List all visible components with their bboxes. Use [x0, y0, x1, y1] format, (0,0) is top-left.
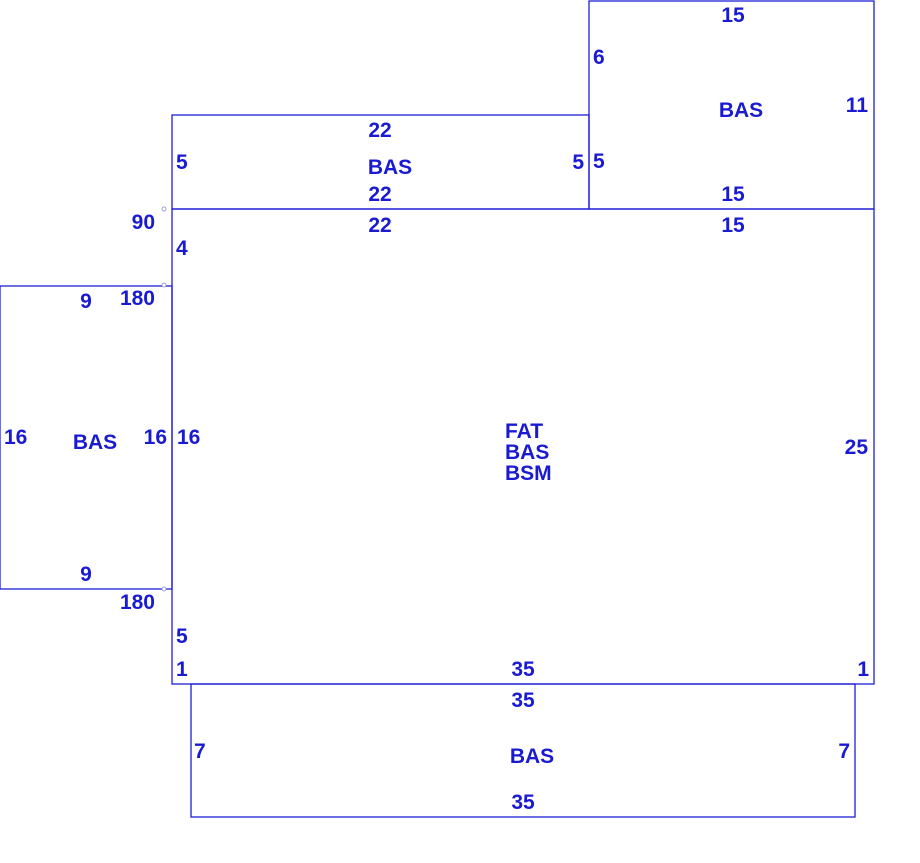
- area-label: BAS: [719, 99, 763, 122]
- dimension-label: 5: [176, 625, 188, 648]
- vertex-marker: [161, 282, 167, 288]
- dimension-label: 9: [80, 290, 92, 313]
- area-label: BAS: [505, 441, 549, 464]
- area-label: BSM: [505, 462, 552, 485]
- angle-label: 180: [120, 287, 155, 310]
- dimension-label: 22: [368, 183, 391, 206]
- bottom-area: 35 7 BAS 7 35: [194, 689, 850, 814]
- dimension-label: 11: [846, 94, 869, 117]
- dimension-label: 16: [177, 426, 200, 449]
- dimension-label: 7: [838, 740, 850, 763]
- dimension-label: 22: [368, 119, 391, 142]
- dimension-label: 4: [176, 237, 188, 260]
- dimension-label: 15: [721, 214, 745, 237]
- area-label: FAT: [505, 420, 543, 443]
- area-outlines: [0, 0, 875, 818]
- top-right-area: 15 6 BAS 11 5 15: [593, 4, 868, 206]
- dimension-label: 1: [176, 658, 188, 681]
- dimension-label: 15: [721, 183, 745, 206]
- dimension-label: 15: [721, 4, 745, 27]
- dimension-label: 25: [845, 436, 869, 459]
- angle-label: 90: [132, 211, 155, 234]
- vertex-marker: [161, 206, 167, 212]
- vertex-markers: [161, 206, 167, 592]
- area-label: BAS: [510, 745, 554, 768]
- dimension-label: 6: [593, 46, 605, 69]
- top-right-area-outline: [588, 0, 875, 210]
- top-middle-area: 22 5 BAS 5 22: [176, 119, 584, 206]
- main-area: 90 22 15 4 16 FAT BAS BSM 25 5 1 35 1: [132, 211, 870, 681]
- dimension-label: 5: [176, 151, 188, 174]
- dimension-label: 9: [80, 563, 92, 586]
- left-wing-area-outline: [0, 285, 173, 590]
- dimension-label: 7: [194, 740, 206, 763]
- area-label: BAS: [73, 431, 117, 454]
- left-wing-area: 9 180 16 BAS 16 9 180: [4, 287, 167, 614]
- dimension-label: 16: [144, 426, 167, 449]
- dimension-label: 35: [511, 689, 535, 712]
- angle-label: 180: [120, 591, 155, 614]
- bottom-area-outline: [190, 683, 856, 818]
- dimension-label: 5: [572, 151, 584, 174]
- dimension-label: 1: [857, 658, 869, 681]
- vertex-marker: [161, 586, 167, 592]
- dimension-label: 35: [511, 658, 535, 681]
- dimension-label: 22: [368, 214, 391, 237]
- dimension-label: 16: [4, 426, 27, 449]
- dimension-label: 35: [511, 791, 535, 814]
- area-label: BAS: [368, 156, 412, 179]
- dimension-label: 5: [593, 150, 605, 173]
